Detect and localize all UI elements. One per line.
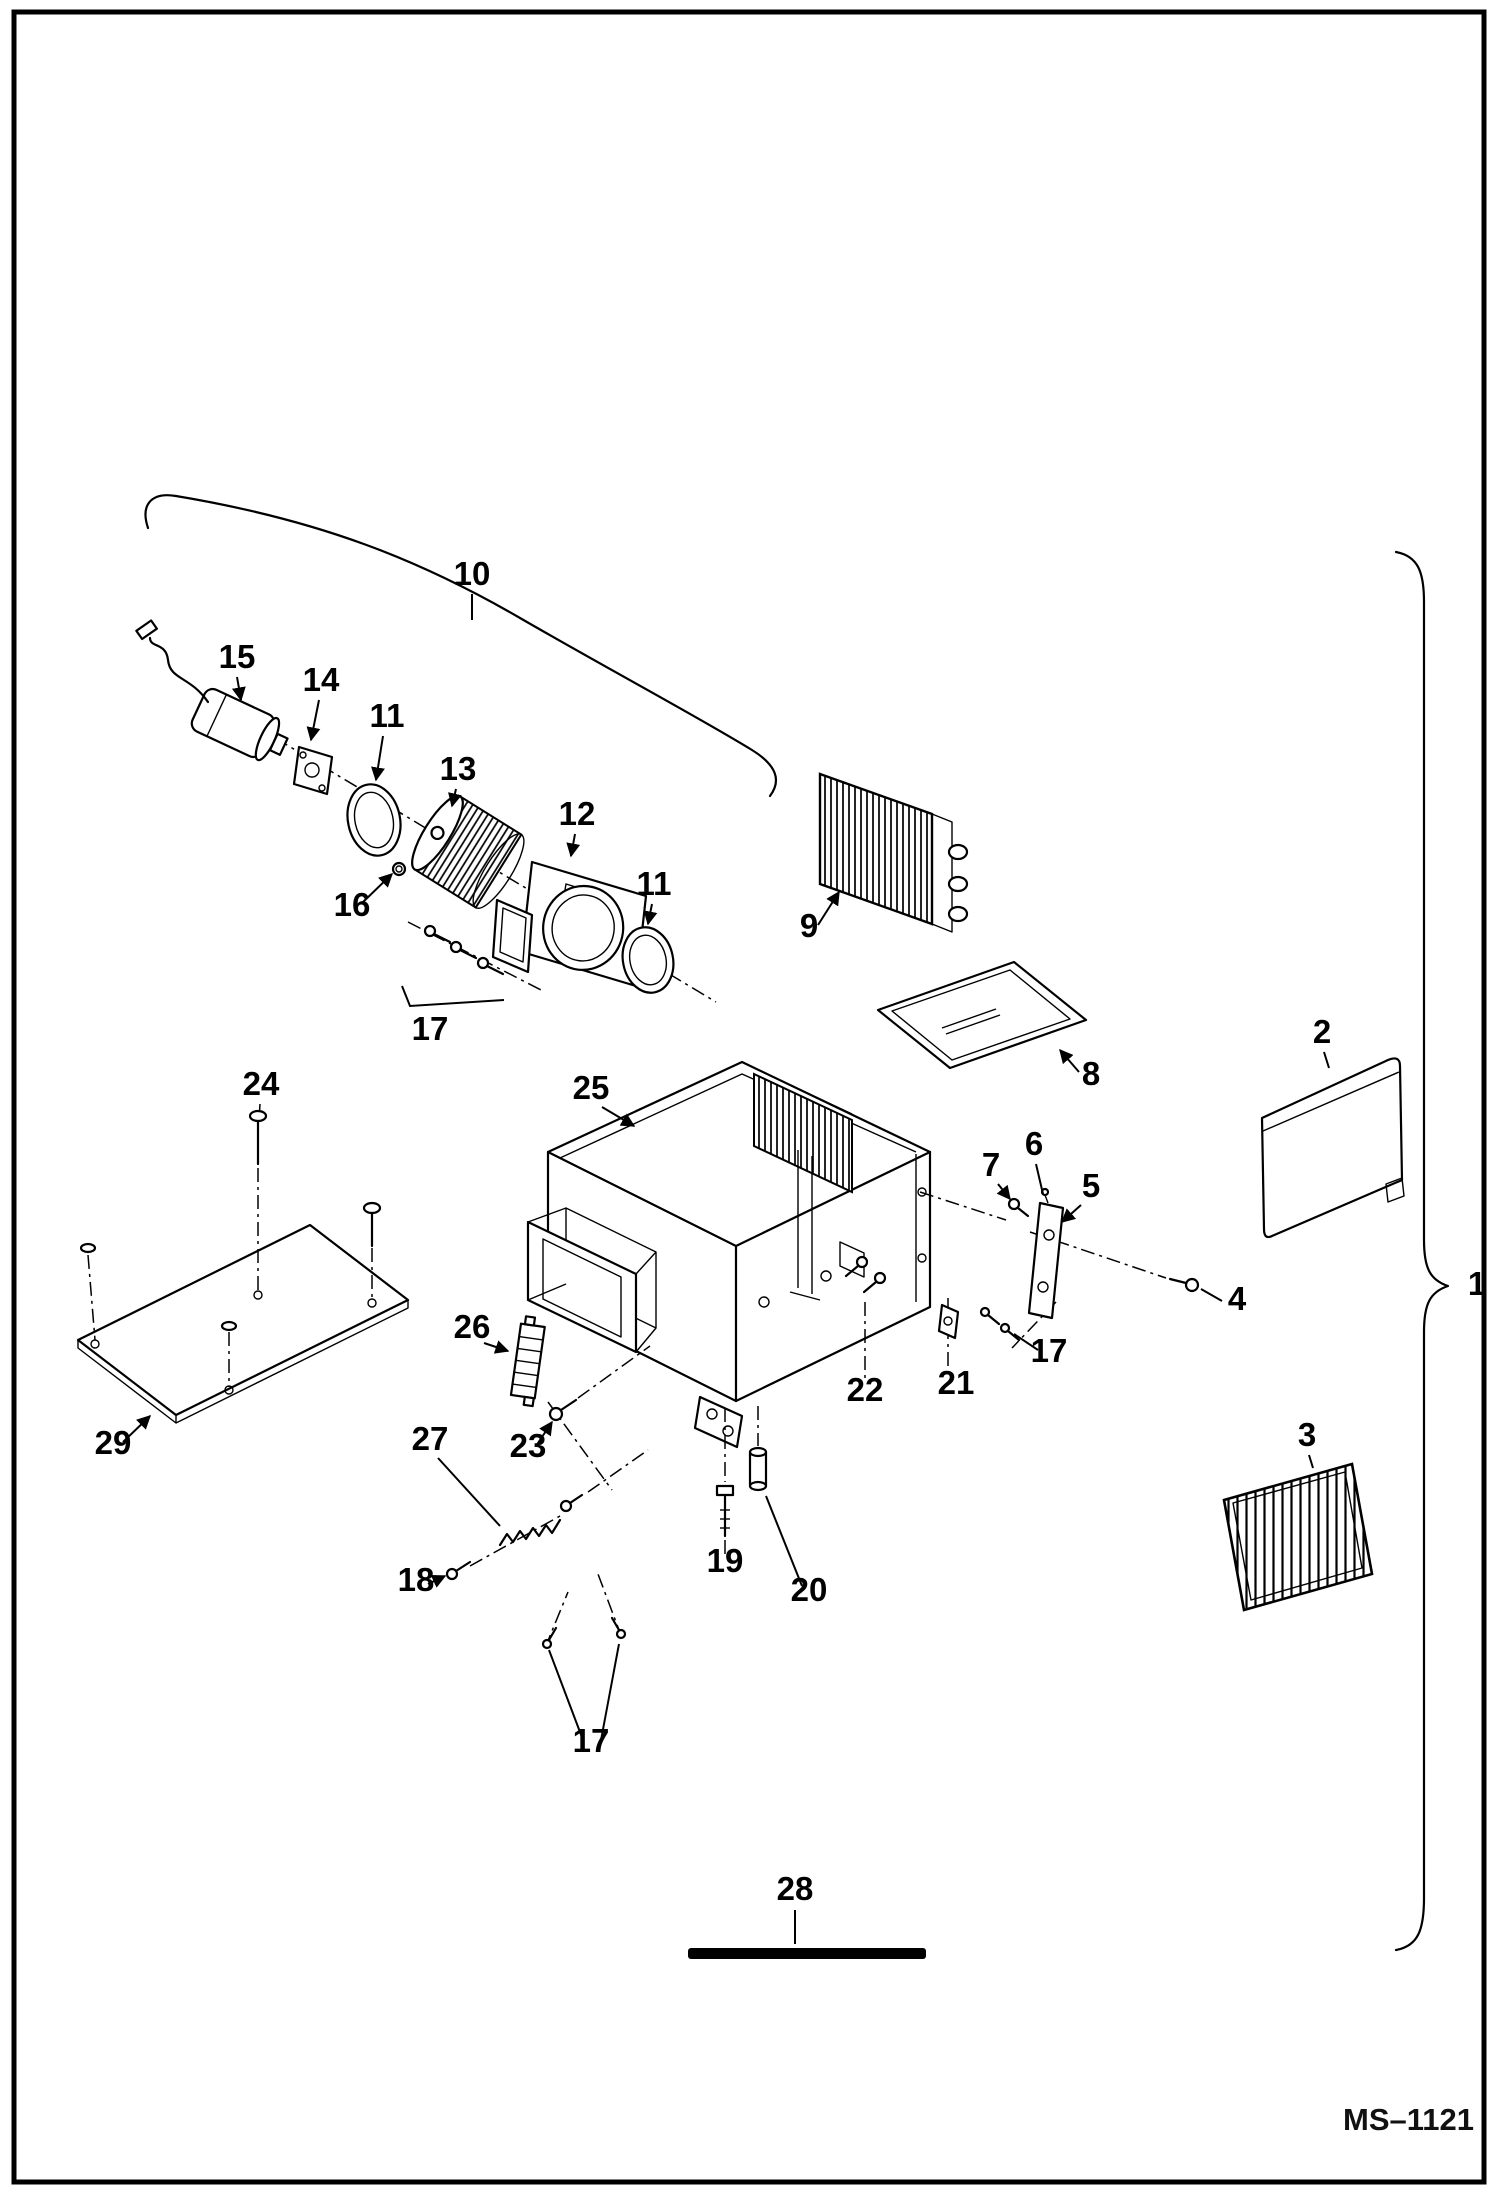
mounting-bar bbox=[688, 1948, 926, 1959]
spring bbox=[498, 1493, 584, 1547]
part-label-1: 1 bbox=[1468, 1265, 1486, 1302]
gasket-ring-right bbox=[621, 926, 675, 994]
part-label-12: 12 bbox=[559, 795, 596, 832]
terminal-block bbox=[509, 1315, 546, 1408]
part-label-11a: 11 bbox=[370, 697, 405, 734]
callout-labels: 10 15 14 11 13 12 16 11 17 9 8 2 25 24 7… bbox=[95, 555, 1486, 1944]
air-filter bbox=[1222, 1462, 1374, 1612]
blower-wheel bbox=[411, 794, 525, 909]
spacer-20 bbox=[748, 1446, 768, 1492]
part-label-19: 19 bbox=[707, 1542, 744, 1579]
blower-housing bbox=[491, 860, 648, 988]
gasket-ring-left bbox=[346, 783, 402, 857]
side-bracket bbox=[1007, 1187, 1065, 1320]
part-label-15: 15 bbox=[219, 638, 256, 675]
part-label-25: 25 bbox=[573, 1069, 610, 1106]
mounting-bolts bbox=[79, 1109, 382, 1332]
base-plate bbox=[76, 1223, 410, 1424]
part-label-23: 23 bbox=[510, 1427, 547, 1464]
part-label-28: 28 bbox=[777, 1870, 814, 1907]
page-border bbox=[11, 9, 1487, 2185]
centerlines bbox=[87, 723, 1167, 1649]
bolt-19 bbox=[715, 1484, 735, 1538]
screw-set-right bbox=[979, 1306, 1021, 1342]
part-label-24: 24 bbox=[243, 1065, 280, 1102]
part-label-14: 14 bbox=[303, 661, 340, 698]
part-label-13: 13 bbox=[440, 750, 477, 787]
screws-22 bbox=[844, 1255, 887, 1294]
part-label-20: 20 bbox=[791, 1571, 828, 1608]
part-label-11b: 11 bbox=[637, 865, 672, 902]
blower-motor bbox=[135, 619, 289, 762]
drawing-code: MS–1121 bbox=[1343, 2102, 1474, 2137]
part-label-3: 3 bbox=[1298, 1416, 1316, 1453]
part-label-29: 29 bbox=[95, 1424, 132, 1461]
screw-18 bbox=[445, 1560, 472, 1581]
screw-23 bbox=[548, 1398, 578, 1422]
shaft-nut bbox=[391, 861, 407, 877]
part-label-2: 2 bbox=[1313, 1013, 1331, 1050]
part-label-17b: 17 bbox=[1031, 1332, 1068, 1369]
part-label-4: 4 bbox=[1228, 1280, 1247, 1317]
screw-set-upper bbox=[401, 924, 505, 1008]
part-label-8: 8 bbox=[1082, 1055, 1100, 1092]
side-cover-panel bbox=[1260, 1057, 1405, 1239]
condenser-coil bbox=[818, 772, 969, 933]
drain-tray bbox=[876, 960, 1088, 1070]
screw-set-bottom bbox=[541, 1616, 627, 1650]
part-label-16: 16 bbox=[334, 886, 371, 923]
part-label-6: 6 bbox=[1025, 1125, 1043, 1162]
clip-21 bbox=[937, 1303, 960, 1340]
motor-mount-bracket bbox=[292, 745, 334, 796]
part-label-10: 10 bbox=[454, 555, 491, 592]
part-label-18: 18 bbox=[398, 1561, 435, 1598]
part-label-17c: 17 bbox=[573, 1722, 610, 1759]
part-label-27: 27 bbox=[412, 1420, 449, 1457]
part-label-26: 26 bbox=[454, 1308, 491, 1345]
part-label-7: 7 bbox=[982, 1146, 1000, 1183]
part-label-9: 9 bbox=[800, 907, 818, 944]
part-label-22: 22 bbox=[847, 1371, 884, 1408]
part-label-17a: 17 bbox=[412, 1010, 449, 1047]
main-housing-box bbox=[526, 1060, 932, 1449]
leader-curve-10 bbox=[144, 494, 778, 798]
part-label-5: 5 bbox=[1082, 1167, 1100, 1204]
grouping-brace bbox=[1394, 550, 1450, 1952]
part-label-21: 21 bbox=[938, 1364, 975, 1401]
screw-4 bbox=[1168, 1277, 1200, 1293]
